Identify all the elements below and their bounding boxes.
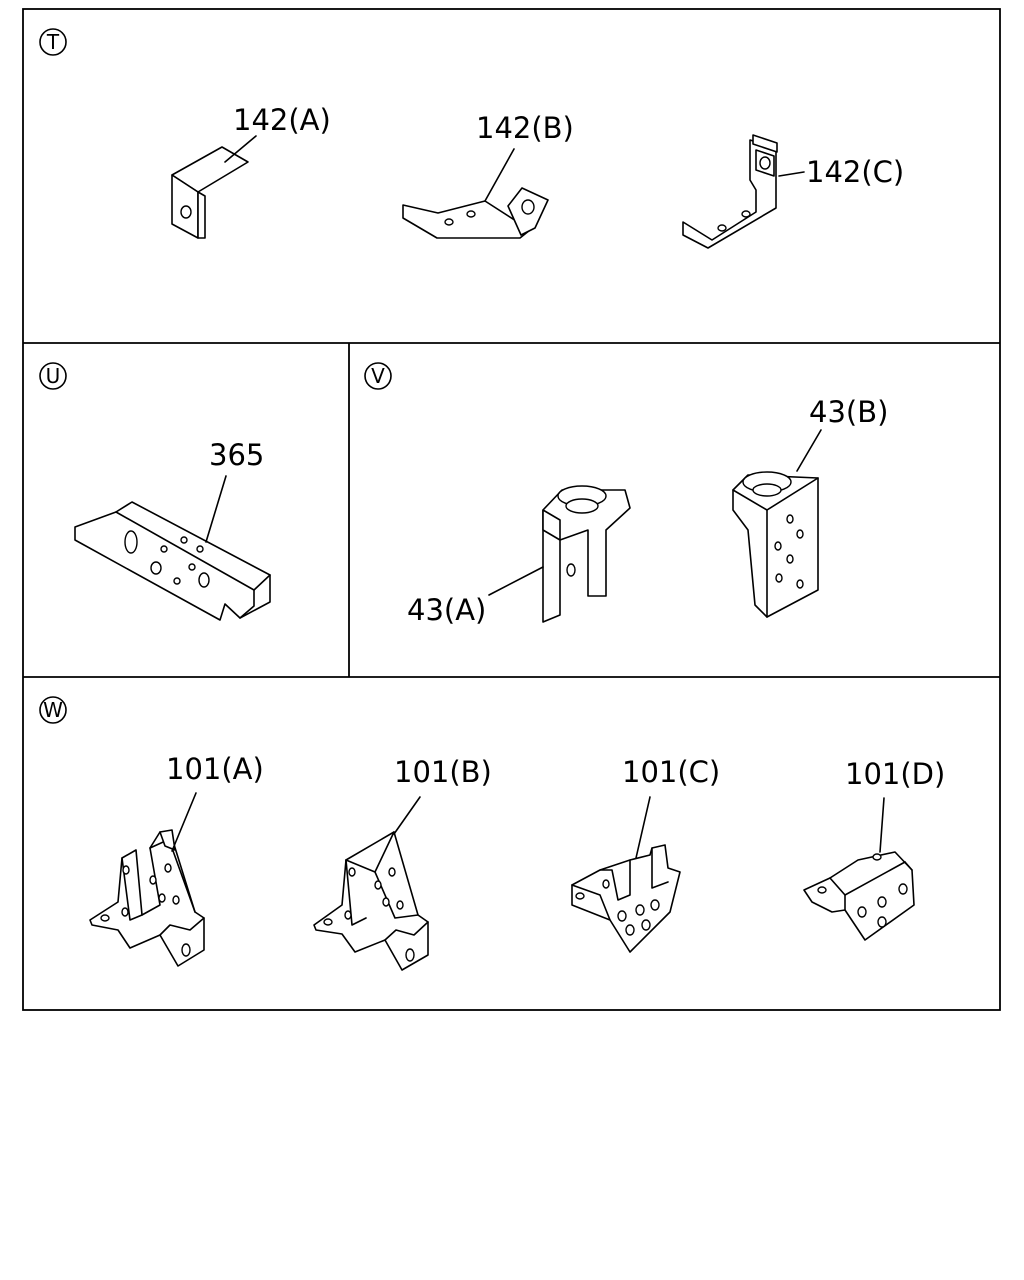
bracket-43b-drawing bbox=[732, 429, 822, 618]
bracket-101c-drawing bbox=[571, 796, 681, 953]
section-w-letter: W bbox=[43, 698, 63, 722]
section-marker-t: T bbox=[39, 28, 67, 56]
label-43a: 43(A) bbox=[407, 593, 486, 627]
label-142c: 142(C) bbox=[806, 155, 904, 189]
label-101b: 101(B) bbox=[394, 755, 492, 789]
diagram-frame bbox=[22, 8, 1001, 1011]
label-142b: 142(B) bbox=[476, 111, 574, 145]
label-43b: 43(B) bbox=[809, 395, 888, 429]
bracket-101d-drawing bbox=[803, 797, 915, 941]
label-142a: 142(A) bbox=[233, 103, 331, 137]
bracket-142b-drawing bbox=[402, 148, 549, 239]
section-marker-v: V bbox=[364, 362, 392, 390]
section-marker-w: W bbox=[39, 696, 67, 724]
bracket-43a-drawing bbox=[488, 485, 631, 623]
bracket-142c-drawing bbox=[682, 134, 805, 249]
section-v-letter: V bbox=[371, 364, 385, 388]
bracket-142a-drawing bbox=[171, 135, 257, 239]
bracket-101b-drawing bbox=[313, 796, 429, 971]
label-101a: 101(A) bbox=[166, 752, 264, 786]
label-365: 365 bbox=[209, 438, 264, 472]
label-101c: 101(C) bbox=[622, 755, 720, 789]
section-marker-u: U bbox=[39, 362, 67, 390]
section-u-letter: U bbox=[46, 364, 61, 388]
member-365-drawing bbox=[74, 475, 271, 621]
bracket-101a-drawing bbox=[89, 792, 205, 967]
label-101d: 101(D) bbox=[845, 757, 945, 791]
section-t-letter: T bbox=[46, 30, 60, 54]
